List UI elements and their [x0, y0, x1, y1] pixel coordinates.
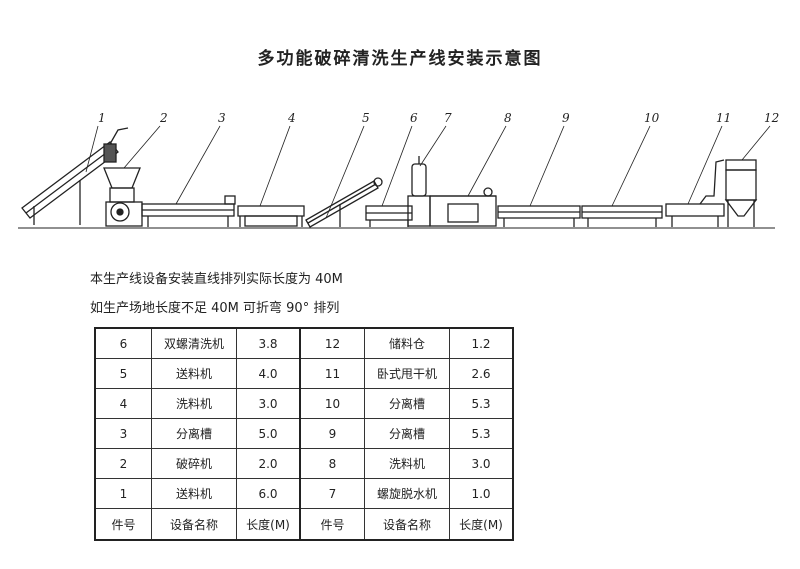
- table-cell: 6: [94, 327, 152, 359]
- diagram-title: 多功能破碎清洗生产线安装示意图: [257, 49, 543, 69]
- machine-6-twin-screw-washer: [365, 205, 413, 227]
- table-cell: 12: [299, 327, 365, 359]
- machine-5-screw-feeder: [305, 177, 383, 228]
- machine-7-dewatering: [407, 156, 431, 227]
- table-cell: 分离槽: [364, 388, 450, 419]
- label-12: 12: [764, 111, 779, 125]
- table-cell: 5: [94, 358, 152, 389]
- label-2: 2: [159, 111, 168, 125]
- table-cell: 3.8: [236, 327, 301, 359]
- label-8: 8: [504, 111, 512, 125]
- table-cell: 分离槽: [151, 418, 237, 449]
- table-cell: 4: [94, 388, 152, 419]
- table-header-cell: 长度(M): [449, 508, 514, 541]
- table-cell: 1: [94, 478, 152, 509]
- table-header-cell: 长度(M): [236, 508, 301, 541]
- table-cell: 送料机: [151, 358, 237, 389]
- machine-3-separation-tank: [141, 195, 236, 227]
- table-cell: 1.2: [449, 327, 514, 359]
- table-header-row: 件号设备名称长度(M)件号设备名称长度(M): [94, 508, 514, 541]
- table-cell: 8: [299, 448, 365, 479]
- table-cell: 10: [299, 388, 365, 419]
- table-cell: 3.0: [236, 388, 301, 419]
- table-cell: 分离槽: [364, 418, 450, 449]
- table-cell: 3: [94, 418, 152, 449]
- table-cell: 螺旋脱水机: [364, 478, 450, 509]
- table-cell: 送料机: [151, 478, 237, 509]
- table-cell: 4.0: [236, 358, 301, 389]
- table-cell: 7: [299, 478, 365, 509]
- machine-8-washer: [429, 187, 497, 227]
- table-cell: 6.0: [236, 478, 301, 509]
- note-length: 本生产线设备安装直线排列实际长度为 40M: [90, 272, 343, 287]
- label-9: 9: [562, 111, 570, 125]
- table-header-cell: 设备名称: [151, 508, 237, 541]
- production-line-diagram: 1 2 3 4 5 6 7 8 9 10 11 12: [18, 111, 779, 229]
- table-cell: 2.6: [449, 358, 514, 389]
- table-cell: 破碎机: [151, 448, 237, 479]
- machine-4-washer: [237, 205, 305, 227]
- label-3: 3: [218, 111, 226, 125]
- table-header-cell: 设备名称: [364, 508, 450, 541]
- label-4: 4: [287, 111, 296, 125]
- table-cell: 11: [299, 358, 365, 389]
- table-cell: 洗料机: [151, 388, 237, 419]
- label-1: 1: [98, 111, 106, 125]
- table-cell: 2.0: [236, 448, 301, 479]
- machine-12-silo: [724, 159, 758, 227]
- label-11: 11: [716, 111, 731, 125]
- machine-9-separation-tank: [497, 205, 581, 227]
- table-cell: 洗料机: [364, 448, 450, 479]
- table-cell: 9: [299, 418, 365, 449]
- table-cell: 3.0: [449, 448, 514, 479]
- machine-11-dryer: [665, 159, 725, 227]
- label-5: 5: [362, 111, 370, 125]
- table-cell: 5.0: [236, 418, 301, 449]
- table-cell: 卧式甩干机: [364, 358, 450, 389]
- label-6: 6: [410, 111, 418, 125]
- table-cell: 储料仓: [364, 327, 450, 359]
- table-cell: 双螺清洗机: [151, 327, 237, 359]
- machine-10-separation-tank: [581, 205, 663, 227]
- machine-1-feeder: [21, 127, 129, 225]
- table-header-cell: 件号: [94, 508, 152, 541]
- table-cell: 1.0: [449, 478, 514, 509]
- leader-lines: [85, 125, 771, 219]
- label-7: 7: [444, 111, 452, 125]
- table-header-cell: 件号: [299, 508, 365, 541]
- table-cell: 2: [94, 448, 152, 479]
- table-cell: 5.3: [449, 418, 514, 449]
- machine-2-crusher: [103, 167, 143, 227]
- label-10: 10: [644, 111, 660, 125]
- note-bend: 如生产场地长度不足 40M 可折弯 90° 排列: [90, 301, 340, 316]
- table-cell: 5.3: [449, 388, 514, 419]
